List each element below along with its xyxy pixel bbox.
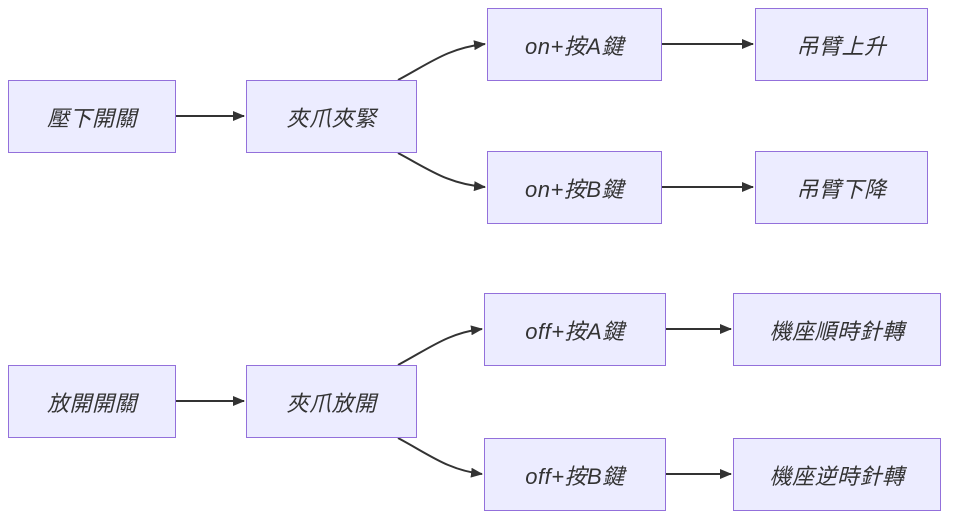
- node-press-switch-label: 壓下開關: [46, 105, 137, 131]
- node-gripper-release: 夾爪放開: [246, 365, 417, 438]
- node-base-clockwise-label: 機座順時針轉: [769, 318, 905, 344]
- node-gripper-tighten-label: 夾爪夾緊: [286, 105, 377, 131]
- node-off-plus-a-label: off+按A鍵: [525, 318, 625, 344]
- node-base-clockwise: 機座順時針轉: [733, 293, 941, 366]
- node-base-counterclockwise-label: 機座逆時針轉: [769, 463, 905, 489]
- node-off-plus-b: off+按B鍵: [484, 438, 666, 511]
- node-release-switch: 放開開關: [8, 365, 176, 438]
- node-off-plus-a: off+按A鍵: [484, 293, 666, 366]
- node-on-plus-b: on+按B鍵: [487, 151, 662, 224]
- node-arm-down-label: 吊臂下降: [796, 176, 887, 202]
- node-arm-up: 吊臂上升: [755, 8, 928, 81]
- node-on-plus-a: on+按A鍵: [487, 8, 662, 81]
- node-press-switch: 壓下開關: [8, 80, 176, 153]
- edge-gripper-release-to-off-a: [397, 325, 483, 366]
- node-gripper-tighten: 夾爪夾緊: [246, 80, 417, 153]
- edge-gripper-release-to-off-b: [397, 437, 483, 478]
- node-base-counterclockwise: 機座逆時針轉: [733, 438, 941, 511]
- node-on-plus-a-label: on+按A鍵: [525, 33, 624, 59]
- node-arm-down: 吊臂下降: [755, 151, 928, 224]
- edge-gripper-tighten-to-on-b: [397, 152, 486, 192]
- node-release-switch-label: 放開開關: [46, 390, 137, 416]
- node-arm-up-label: 吊臂上升: [796, 33, 887, 59]
- edge-gripper-tighten-to-on-a: [397, 40, 486, 81]
- node-off-plus-b-label: off+按B鍵: [525, 463, 625, 489]
- node-gripper-release-label: 夾爪放開: [286, 390, 377, 416]
- node-on-plus-b-label: on+按B鍵: [525, 176, 624, 202]
